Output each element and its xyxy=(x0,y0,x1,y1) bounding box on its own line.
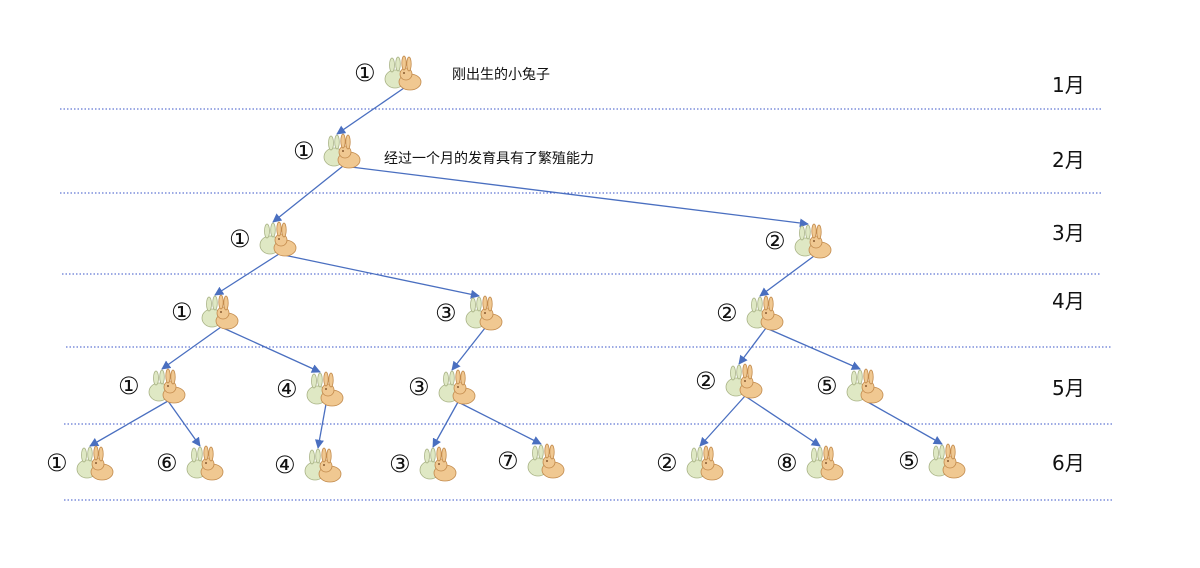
month-label: 4月 xyxy=(1052,289,1085,313)
month-label: 3月 xyxy=(1052,221,1085,245)
node-number: ① xyxy=(293,137,315,165)
rabbit-node: ⑤ xyxy=(816,368,884,404)
node-number: ① xyxy=(46,449,68,477)
edges-layer xyxy=(89,87,943,449)
rabbit-node: ① xyxy=(46,445,114,481)
rabbit-pair-icon xyxy=(527,443,565,479)
node-number: ③ xyxy=(389,450,411,478)
note-newborn: 刚出生的小兔子 xyxy=(452,67,550,83)
month-label: 6月 xyxy=(1052,451,1085,475)
rabbit-pair-icon xyxy=(259,221,297,257)
rabbit-pair-icon xyxy=(419,446,457,482)
rabbit-pair-icon xyxy=(806,445,844,481)
arrow-edge xyxy=(451,327,486,371)
rabbit-pair-icon xyxy=(76,445,114,481)
arrow-edge xyxy=(214,253,280,296)
nodes-layer: ① ① ① ② ① ③ ② ① ④ ③ ② ⑤ ① ⑥ ④ ③ ⑦ ② ⑧ ⑤ xyxy=(46,55,966,483)
rabbit-node: ③ xyxy=(389,446,457,482)
rabbit-node: ④ xyxy=(276,371,344,407)
node-number: ⑤ xyxy=(898,447,920,475)
rabbit-node: ① xyxy=(293,133,361,169)
node-number: ② xyxy=(695,367,717,395)
rabbit-pair-icon xyxy=(846,368,884,404)
node-number: ③ xyxy=(435,299,457,327)
arrow-edge xyxy=(167,400,201,447)
arrow-edge xyxy=(161,326,222,370)
rabbit-pair-icon xyxy=(465,295,503,331)
rabbit-node: ⑥ xyxy=(156,445,224,481)
node-number: ① xyxy=(229,225,251,253)
arrow-edge xyxy=(457,401,542,445)
arrow-edge xyxy=(220,326,321,373)
arrow-edge xyxy=(744,395,821,447)
node-number: ② xyxy=(656,449,678,477)
arrow-edge xyxy=(336,87,405,135)
rabbit-node: ② xyxy=(764,223,832,259)
node-number: ⑦ xyxy=(497,447,519,475)
node-number: ② xyxy=(716,299,738,327)
rabbit-pair-icon xyxy=(928,443,966,479)
rabbit-pair-icon xyxy=(323,133,361,169)
node-number: ⑤ xyxy=(816,372,838,400)
arrow-edge xyxy=(759,255,815,297)
rabbit-node: ② xyxy=(656,445,724,481)
arrow-edge xyxy=(342,165,809,228)
node-number: ① xyxy=(118,372,140,400)
rabbit-pair-icon xyxy=(725,363,763,399)
arrow-edge xyxy=(865,400,943,445)
rabbit-node: ⑧ xyxy=(776,445,844,481)
rabbit-pair-icon xyxy=(304,447,342,483)
rabbit-node: ① xyxy=(354,55,422,91)
rabbit-pair-icon xyxy=(794,223,832,259)
arrow-edge xyxy=(432,401,459,448)
rabbit-pair-icon xyxy=(186,445,224,481)
node-number: ⑥ xyxy=(156,449,178,477)
rabbit-pair-icon xyxy=(438,369,476,405)
node-number: ③ xyxy=(408,373,430,401)
rabbit-node: ① xyxy=(229,221,297,257)
arrow-edge xyxy=(738,327,767,365)
arrow-edge xyxy=(314,403,327,449)
rabbit-node: ⑤ xyxy=(898,443,966,479)
rabbit-node: ① xyxy=(171,294,239,330)
rabbit-node: ③ xyxy=(408,369,476,405)
month-label: 1月 xyxy=(1052,73,1085,97)
node-number: ⑧ xyxy=(776,449,798,477)
node-number: ② xyxy=(764,227,786,255)
arrow-edge xyxy=(765,327,861,370)
rabbit-pair-icon xyxy=(746,295,784,331)
arrow-edge xyxy=(278,253,480,299)
node-number: ④ xyxy=(274,451,296,479)
rabbit-pair-icon xyxy=(148,368,186,404)
arrow-edge xyxy=(89,400,169,447)
rabbit-pair-icon xyxy=(306,371,344,407)
rabbit-node: ① xyxy=(118,368,186,404)
rabbit-pair-icon xyxy=(201,294,239,330)
node-number: ① xyxy=(171,298,193,326)
node-number: ① xyxy=(354,59,376,87)
rabbit-node: ② xyxy=(716,295,784,331)
note-mature: 经过一个月的发育具有了繁殖能力 xyxy=(384,150,594,167)
rabbit-node: ④ xyxy=(274,447,342,483)
rabbit-node: ③ xyxy=(435,295,503,331)
rabbit-node: ② xyxy=(695,363,763,399)
rabbit-node: ⑦ xyxy=(497,443,565,479)
arrow-edge xyxy=(272,165,344,223)
rabbit-pair-icon xyxy=(686,445,724,481)
node-number: ④ xyxy=(276,375,298,403)
month-label: 5月 xyxy=(1052,376,1085,400)
rabbit-pair-icon xyxy=(384,55,422,91)
arrow-edge xyxy=(699,395,746,447)
month-label: 2月 xyxy=(1052,148,1085,172)
